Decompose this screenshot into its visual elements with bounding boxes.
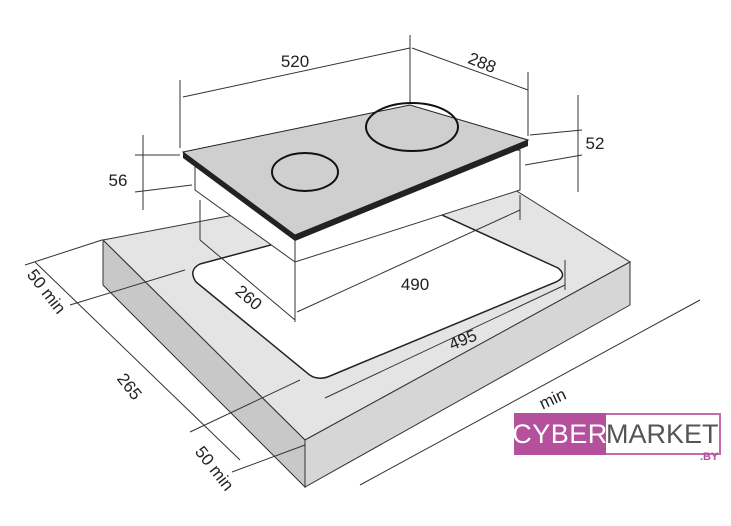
dim-depth: 288 — [465, 49, 498, 77]
logo-suffix: .BY — [700, 451, 719, 463]
dim-height-body: 56 — [109, 171, 128, 190]
dim-cutout-depth-outer: 265 — [113, 370, 145, 404]
dim-side-margin: min — [536, 385, 569, 414]
hob — [181, 102, 530, 263]
dim-cutout-width: 490 — [401, 275, 429, 294]
large-burner — [365, 102, 459, 152]
logo-left: CYBER — [512, 413, 607, 455]
small-burner — [271, 152, 339, 192]
logo-right: MARKET — [606, 413, 721, 455]
dim-height-glass: 52 — [586, 134, 605, 153]
cybermarket-logo: CYBER MARKET — [512, 413, 721, 455]
dim-width: 520 — [281, 52, 309, 71]
dimension-lines — [24, 35, 701, 486]
